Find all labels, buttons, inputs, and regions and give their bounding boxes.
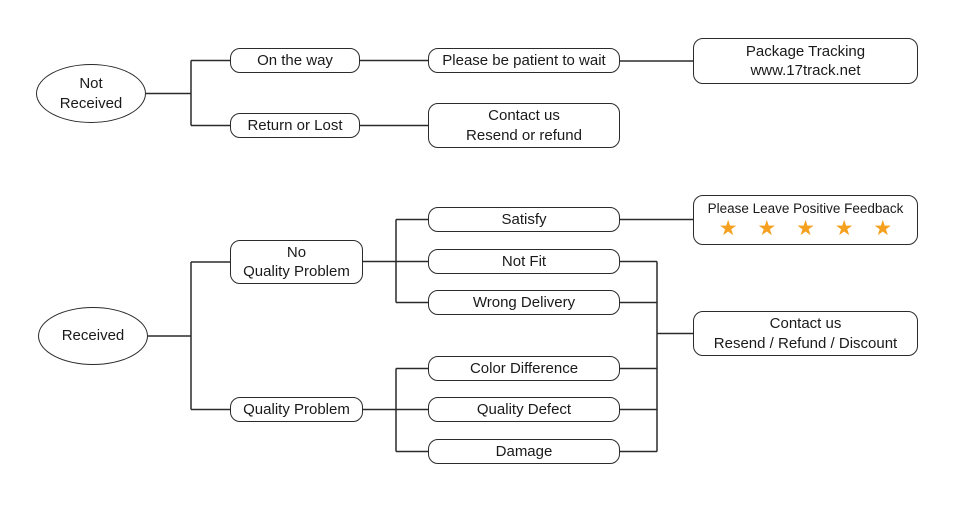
five-stars-icon: ★ ★ ★ ★ ★ <box>718 217 900 241</box>
node-wrong-delivery: Wrong Delivery <box>428 290 620 315</box>
node-quality-problem: Quality Problem <box>230 397 363 422</box>
node-not-received: Not Received <box>36 64 146 123</box>
node-contact-us-resend-refund-discount: Contact us Resend / Refund / Discount <box>693 311 918 356</box>
node-quality-defect: Quality Defect <box>428 397 620 422</box>
node-return-or-lost: Return or Lost <box>230 113 360 138</box>
node-satisfy: Satisfy <box>428 207 620 232</box>
feedback-label: Please Leave Positive Feedback <box>707 200 904 216</box>
node-damage: Damage <box>428 439 620 464</box>
node-color-difference: Color Difference <box>428 356 620 381</box>
node-positive-feedback: Please Leave Positive Feedback ★ ★ ★ ★ ★ <box>693 195 918 245</box>
node-no-quality-problem: No Quality Problem <box>230 240 363 284</box>
node-on-the-way: On the way <box>230 48 360 73</box>
node-please-be-patient: Please be patient to wait <box>428 48 620 73</box>
node-package-tracking: Package Tracking www.17track.net <box>693 38 918 84</box>
node-received: Received <box>38 307 148 365</box>
node-contact-us-resend-or-refund: Contact us Resend or refund <box>428 103 620 148</box>
node-not-fit: Not Fit <box>428 249 620 274</box>
